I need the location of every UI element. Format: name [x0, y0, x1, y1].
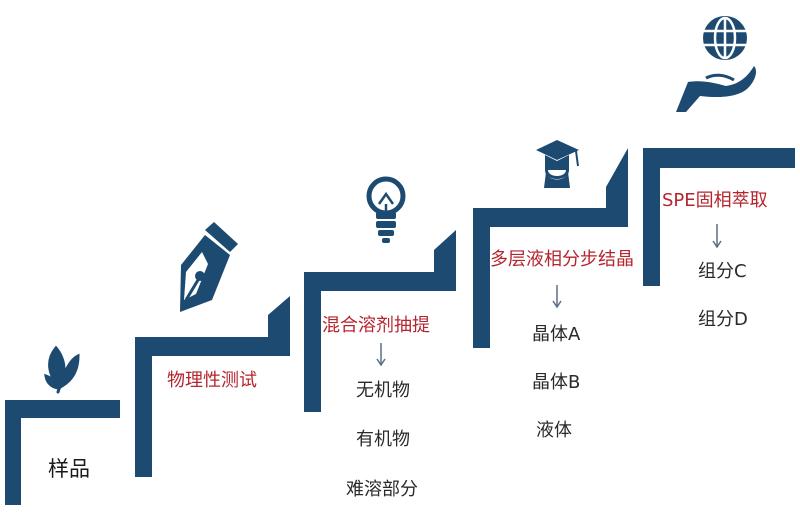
step-5-item-2: 组分D	[698, 309, 748, 330]
step-4-title: 多层液相分步结晶	[490, 249, 634, 270]
leaf-icon	[44, 345, 80, 394]
stair-step-2	[135, 296, 290, 477]
stair-step-1	[5, 400, 120, 505]
arrow-step-4	[552, 285, 562, 309]
stair-step-4	[473, 148, 628, 348]
step-5-title: SPE固相萃取	[662, 190, 768, 211]
step-2-title: 物理性测试	[167, 370, 257, 391]
step-3-item-2: 有机物	[356, 429, 410, 450]
step-5-item-1: 组分C	[698, 261, 747, 282]
arrow-step-3	[376, 343, 386, 367]
step-3-item-3: 难溶部分	[346, 479, 418, 500]
arrow-step-5	[712, 224, 722, 249]
light-bulb-icon	[366, 176, 406, 243]
graduation-cap-icon	[536, 140, 579, 188]
step-4-item-1: 晶体A	[532, 324, 581, 345]
globe-in-hand-icon	[676, 16, 756, 112]
stair-step-5	[643, 148, 795, 286]
step-3-item-1: 无机物	[356, 380, 410, 401]
stair-step-3	[304, 230, 456, 412]
pen-nib-icon	[180, 222, 238, 312]
step-4-item-2: 晶体B	[532, 372, 581, 393]
step-1-title: 样品	[48, 457, 90, 481]
step-3-title: 混合溶剂抽提	[322, 315, 430, 336]
step-4-item-3: 液体	[536, 420, 572, 441]
